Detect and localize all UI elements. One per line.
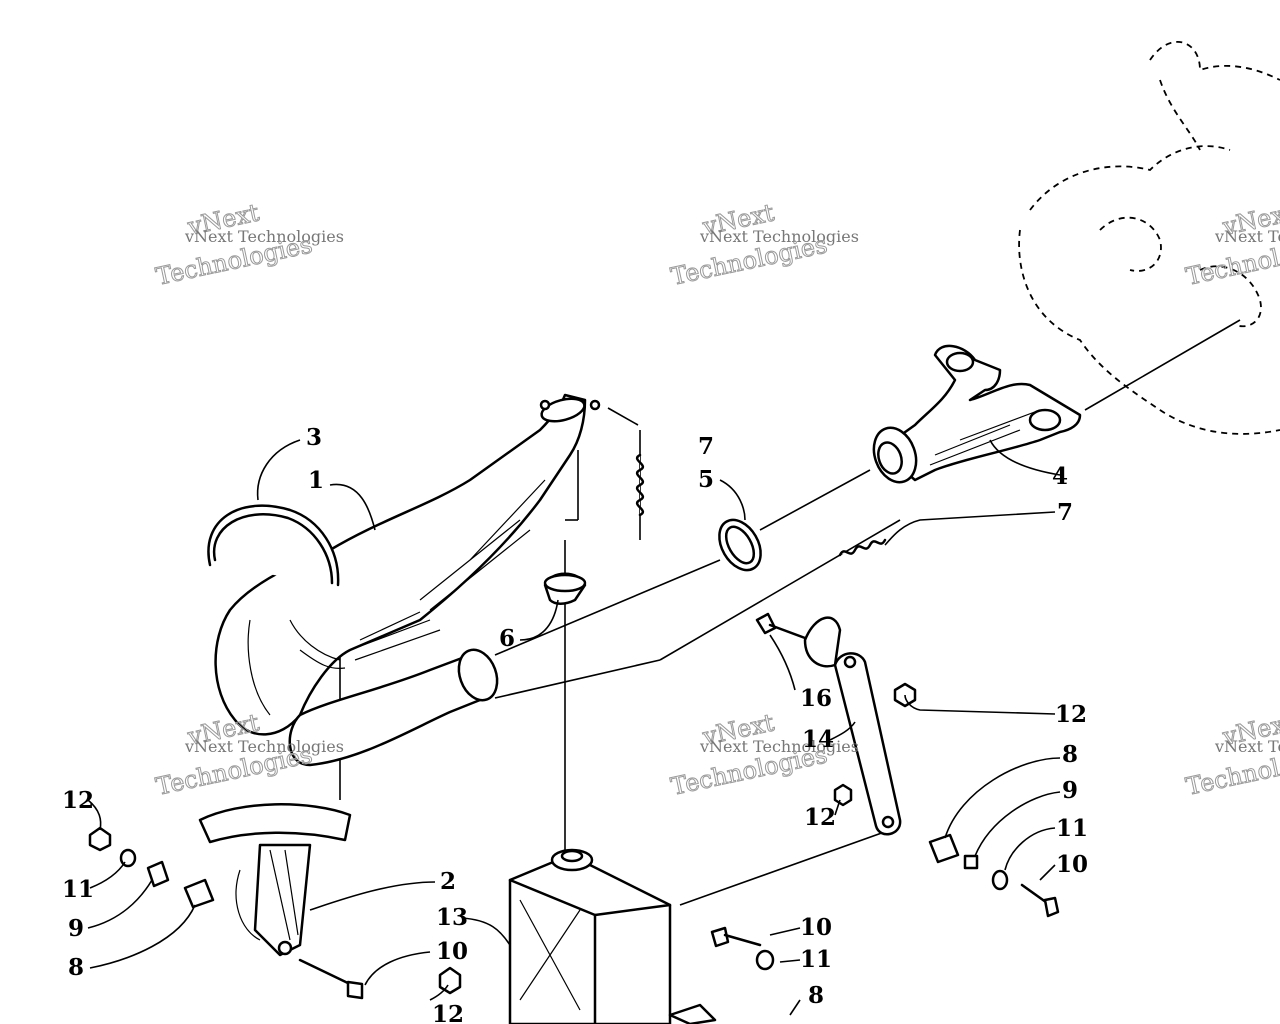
- svg-text:vNext Technologies: vNext Technologies: [1214, 227, 1280, 246]
- callout-12-left: 12: [62, 787, 94, 814]
- svg-text:vNext Technologies: vNext Technologies: [184, 737, 344, 756]
- muffler-bracket: [198, 803, 352, 957]
- callout-16: 16: [800, 685, 832, 712]
- hardware: [88, 612, 1060, 1024]
- svg-text:vNext Technologies: vNext Technologies: [184, 227, 344, 246]
- callout-10-lower: 10: [800, 914, 832, 941]
- seal-ring: [718, 518, 762, 572]
- callout-leaders: [87, 439, 1061, 1016]
- watermark-6: vNext vNext Technologies Technologies: [1183, 708, 1280, 801]
- callout-7-upper: 7: [698, 433, 714, 460]
- callout-13: 13: [436, 904, 468, 931]
- spring-lower: [838, 538, 887, 557]
- callout-10-left: 10: [436, 938, 468, 965]
- callout-8-lower: 8: [808, 982, 824, 1009]
- callout-6: 6: [499, 625, 515, 652]
- callout-11-right: 11: [1056, 815, 1088, 842]
- callout-9-left: 9: [68, 915, 84, 942]
- watermark-2: vNext vNext Technologies Technologies: [668, 198, 859, 291]
- callout-4: 4: [1052, 463, 1068, 490]
- callout-5: 5: [698, 466, 714, 493]
- svg-text:vNext Technologies: vNext Technologies: [699, 227, 859, 246]
- watermark-1: vNext vNext Technologies Technologies: [153, 198, 344, 291]
- callout-3: 3: [306, 424, 322, 451]
- grommet: [543, 572, 587, 605]
- svg-text:vNext Technologies: vNext Technologies: [1214, 737, 1280, 756]
- watermark-4: vNext vNext Technologies Technologies: [668, 708, 859, 801]
- callout-labels: 3 1 7 5 4 7 6 16 12 14 8 9 12 11 10 2 13…: [62, 424, 1088, 1024]
- callout-11-left: 11: [62, 876, 94, 903]
- callout-10-right: 10: [1056, 851, 1088, 878]
- hanger-strap: [207, 504, 340, 587]
- callout-12-mid: 12: [804, 804, 836, 831]
- reservoir-tank: [508, 848, 672, 1024]
- callout-14: 14: [802, 726, 834, 753]
- callout-7-lower: 7: [1057, 499, 1073, 526]
- svg-text:vNext Technologies: vNext Technologies: [699, 737, 859, 756]
- callout-12-right: 12: [1055, 701, 1087, 728]
- leader-lines: [339, 319, 1241, 906]
- callout-9-right: 9: [1062, 777, 1078, 804]
- watermark-5: vNext vNext Technologies Technologies: [1183, 198, 1280, 291]
- muffler: [214, 393, 601, 767]
- exhaust-manifold: [872, 344, 1082, 484]
- callout-12-lower: 12: [432, 1001, 464, 1024]
- callout-11-lower: 11: [800, 946, 832, 973]
- spring-upper: [635, 453, 645, 517]
- callout-2: 2: [440, 868, 456, 895]
- callout-1: 1: [308, 467, 324, 494]
- callout-8-right: 8: [1062, 741, 1078, 768]
- support-link: [803, 616, 902, 836]
- engine-outline: [1018, 41, 1280, 435]
- callout-8-left: 8: [68, 954, 84, 981]
